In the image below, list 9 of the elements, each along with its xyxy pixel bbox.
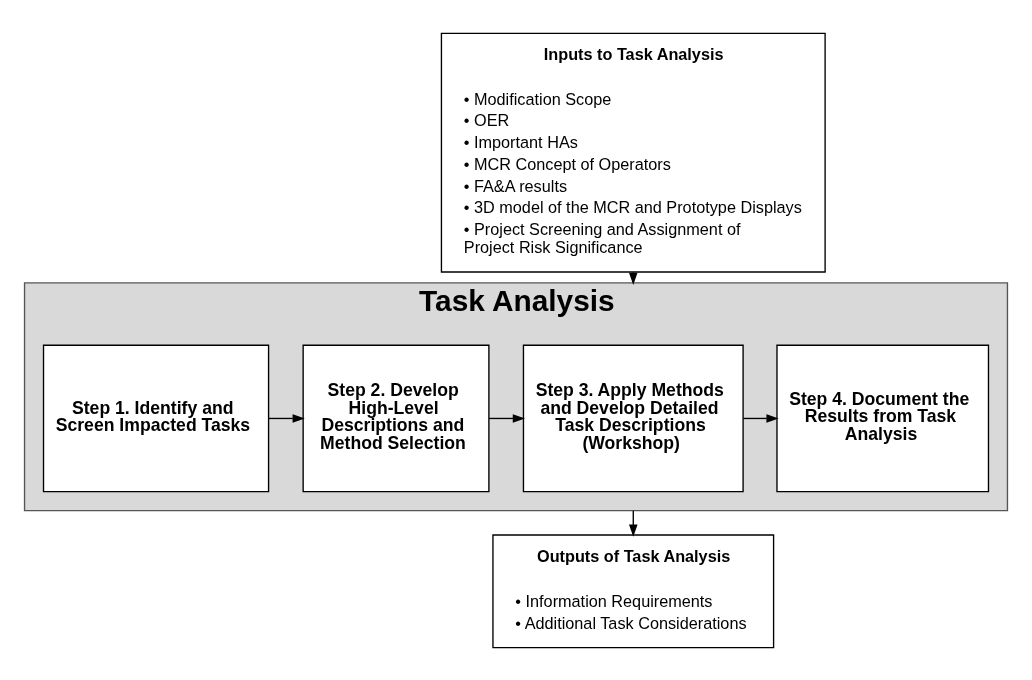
node-box: Outputs of Task Analysis • Information Requirements • Additional Task Considerations <box>492 533 775 648</box>
node-box: Step 3. Apply Methods and Develop Detailed Task Descriptions (Workshop) <box>522 344 744 492</box>
arrow <box>488 413 525 423</box>
arrow <box>268 413 305 423</box>
node-box: Step 2. Develop High-Level Descriptions and Method Selection <box>302 344 490 492</box>
arrow <box>742 413 779 423</box>
node-box: Step 4. Document the Results from Task Analysis <box>776 344 990 492</box>
arrow <box>629 270 638 285</box>
node-box: Step 1. Identify and Screen Impacted Tasks <box>42 344 270 492</box>
